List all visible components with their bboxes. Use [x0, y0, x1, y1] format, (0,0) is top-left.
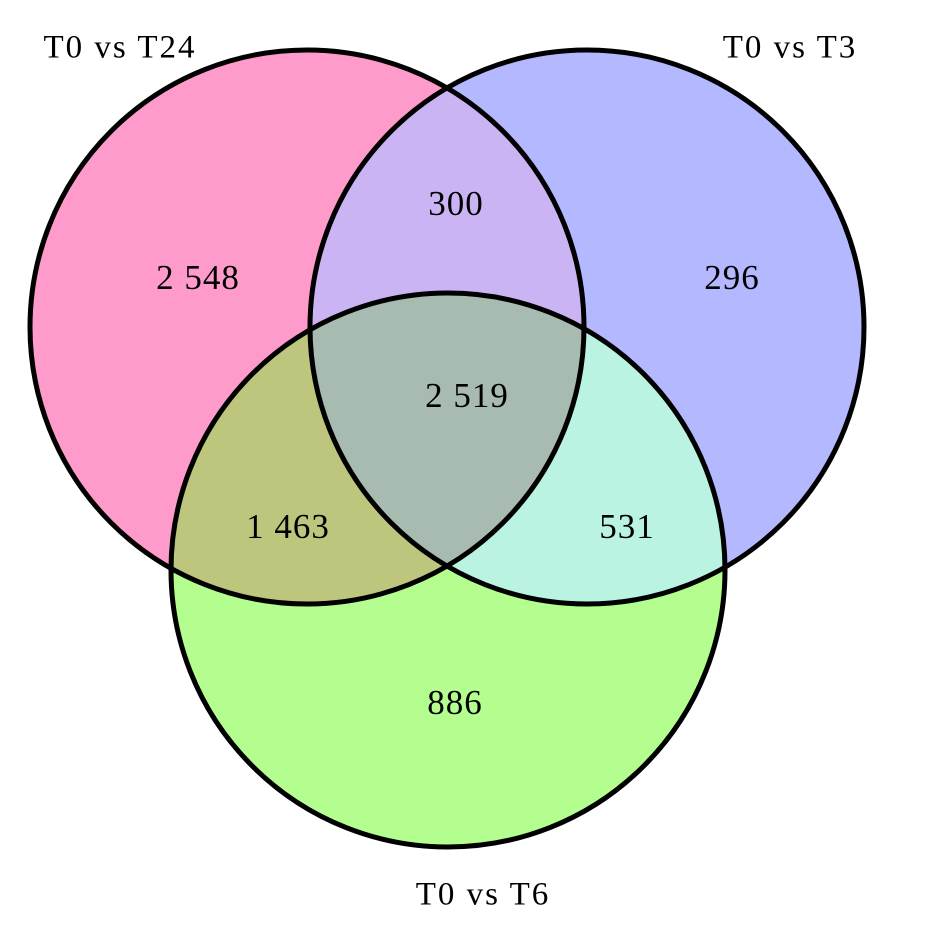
value-t24-only: 2 548: [156, 258, 240, 297]
set-label-t3: T0 vs T3: [722, 29, 858, 66]
circle-outline-t6: [168, 290, 728, 850]
value-t6-only: 886: [427, 683, 483, 722]
value-t3-only: 296: [704, 258, 760, 297]
value-t24-t6: 1 463: [246, 507, 330, 546]
set-label-t24: T0 vs T24: [43, 29, 197, 66]
value-t3-t6: 531: [599, 507, 655, 546]
set-label-t6: T0 vs T6: [415, 876, 551, 913]
value-t24-t3: 300: [428, 184, 484, 223]
value-all: 2 519: [425, 376, 509, 415]
